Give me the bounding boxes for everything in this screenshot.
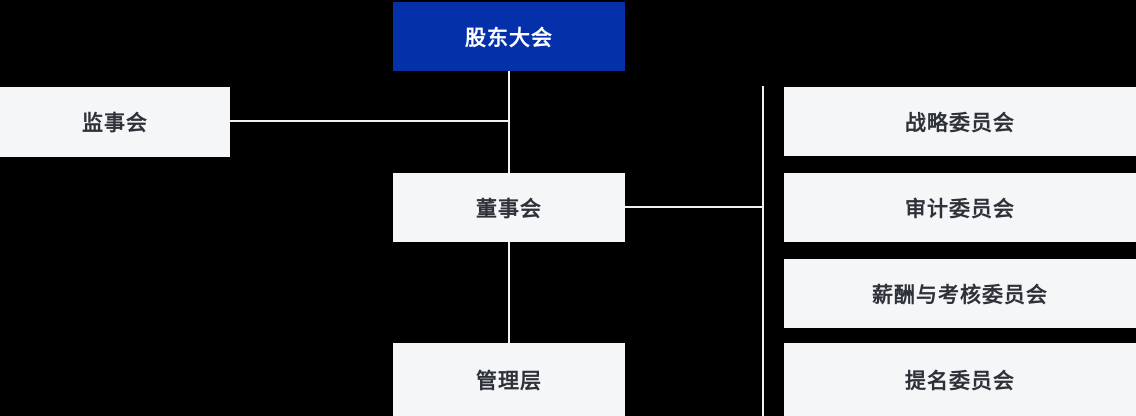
node-audit-committee-label: 审计委员会 <box>905 197 1015 221</box>
node-board-of-directors-label: 董事会 <box>476 197 542 221</box>
connector-committee-rail <box>762 86 764 416</box>
connector-supervisory-to-center <box>230 120 509 122</box>
connector-board-to-management <box>508 242 510 343</box>
node-shareholders-meeting: 股东大会 <box>393 2 625 71</box>
node-management: 管理层 <box>393 343 625 416</box>
node-remuneration-appraisal-committee: 薪酬与考核委员会 <box>784 259 1136 328</box>
connector-board-to-committee-rail <box>625 206 764 208</box>
node-board-of-directors: 董事会 <box>393 173 625 242</box>
node-supervisory-board: 监事会 <box>0 87 230 157</box>
node-supervisory-board-label: 监事会 <box>82 112 148 135</box>
node-remuneration-appraisal-committee-label: 薪酬与考核委员会 <box>872 283 1048 307</box>
node-strategy-committee-label: 战略委员会 <box>905 111 1015 135</box>
node-management-label: 管理层 <box>476 369 542 393</box>
connector-root-to-board <box>508 71 510 173</box>
node-nomination-committee-label: 提名委员会 <box>905 369 1015 393</box>
node-shareholders-meeting-label: 股东大会 <box>465 26 553 50</box>
node-nomination-committee: 提名委员会 <box>784 343 1136 416</box>
node-strategy-committee: 战略委员会 <box>784 87 1136 156</box>
node-audit-committee: 审计委员会 <box>784 173 1136 242</box>
